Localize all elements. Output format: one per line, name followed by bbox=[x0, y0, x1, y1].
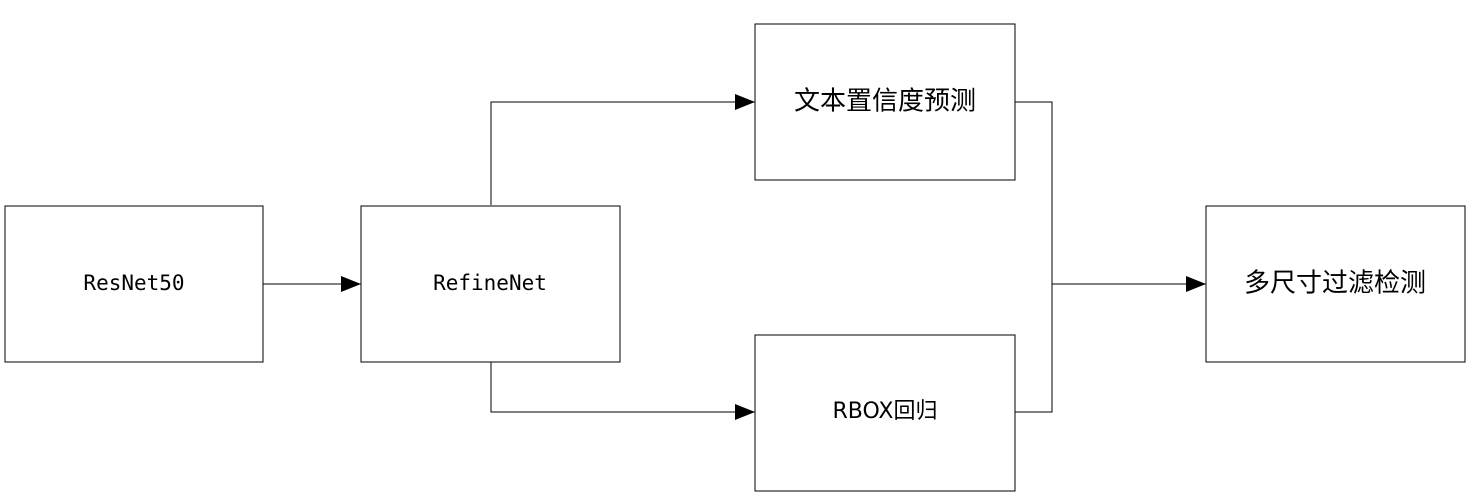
node-refinenet: RefineNet bbox=[360, 205, 621, 363]
node-text-confidence-label: 文本置信度预测 bbox=[794, 87, 976, 117]
node-refinenet-label: RefineNet bbox=[433, 271, 547, 295]
node-text-confidence: 文本置信度预测 bbox=[754, 23, 1016, 181]
node-rbox-regression: RBOX回归 bbox=[754, 334, 1016, 492]
node-resnet50-box bbox=[4, 205, 264, 363]
edges bbox=[263, 94, 1206, 420]
node-multiscale-filter: 多尺寸过滤检测 bbox=[1205, 205, 1466, 363]
node-rbox-regression-label: RBOX回归 bbox=[833, 399, 938, 424]
node-text-confidence-box bbox=[754, 23, 1016, 181]
edge-refinenet-to-rbox bbox=[490, 362, 755, 420]
node-refinenet-box bbox=[360, 205, 621, 363]
node-multiscale-filter-box bbox=[1205, 205, 1466, 363]
node-resnet50-label: ResNet50 bbox=[83, 271, 184, 295]
edge-confidence-to-merge bbox=[1015, 101, 1053, 413]
edge-refinenet-to-confidence bbox=[490, 94, 755, 205]
node-multiscale-filter-label: 多尺寸过滤检测 bbox=[1244, 269, 1426, 299]
node-rbox-regression-box bbox=[754, 334, 1016, 492]
node-resnet50: ResNet50 bbox=[4, 205, 264, 363]
